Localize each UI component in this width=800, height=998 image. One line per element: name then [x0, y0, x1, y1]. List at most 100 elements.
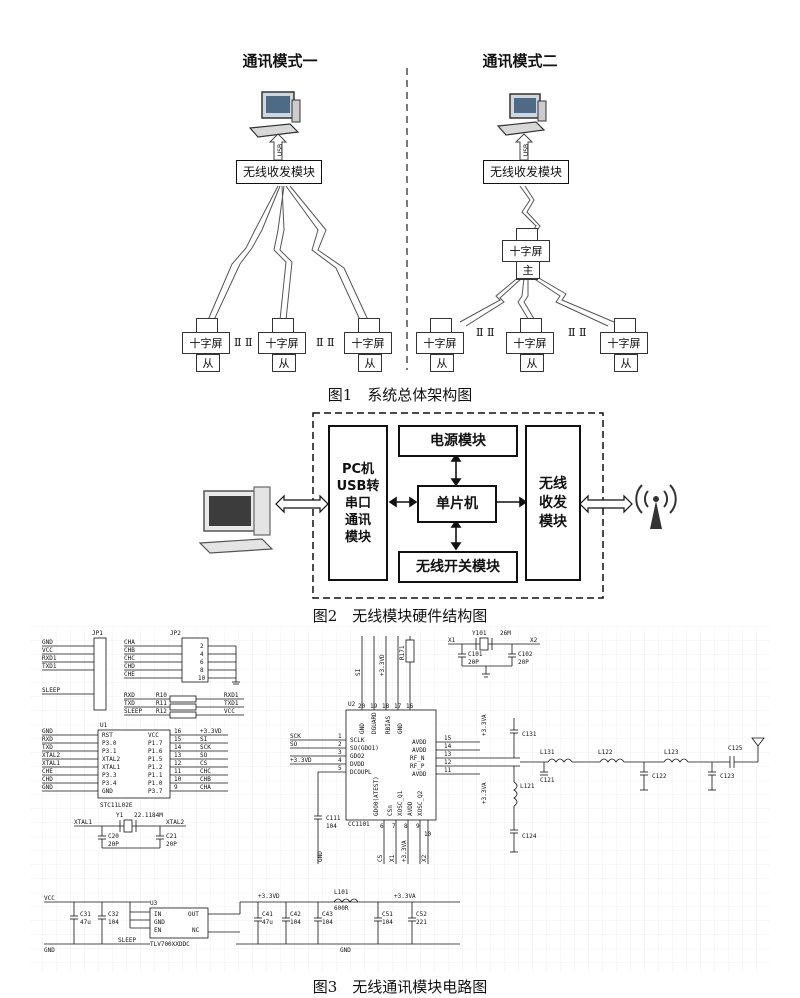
u1-pin-num: 16	[174, 728, 182, 735]
u1-net: CHD	[42, 776, 53, 783]
c21-label: C21	[166, 833, 177, 840]
y101-name: Y101	[472, 630, 487, 637]
jp2-left-1: CHA	[124, 639, 135, 646]
u2-pin: AVDD	[412, 771, 427, 778]
separator-2: Ⅱ Ⅱ	[316, 336, 335, 349]
figure-2-caption: 图2 无线模块硬件结构图	[312, 607, 488, 625]
u1-pin-num: 15	[174, 736, 182, 743]
slave-device-5: 十字屏 从	[506, 318, 554, 372]
u1-pin: P3.4	[102, 780, 117, 787]
u1-pin-num: 11	[174, 768, 182, 775]
power-sleep: SLEEP	[118, 937, 136, 944]
power-gnd-right: GND	[340, 947, 351, 954]
u1-net: CHC	[200, 768, 211, 775]
u3-out-pin: OUT	[188, 911, 199, 918]
u2-pin-num: 14	[444, 743, 452, 750]
internal-arrows	[388, 453, 528, 551]
u2-net: SCK	[290, 733, 301, 740]
pc-usb-line-2: USB转	[336, 478, 380, 494]
u2-pin-num: 4	[338, 757, 342, 764]
u2-pin-num: 1	[338, 733, 342, 740]
u2-pin-num: 12	[444, 759, 452, 766]
c122-label: C122	[652, 773, 667, 780]
r11-ref: R11	[156, 700, 167, 707]
u2-net: X1	[389, 854, 396, 862]
u2-pin: DVDD	[350, 761, 365, 768]
u2-pin: GDO0(ATEST)	[373, 776, 380, 816]
jp1-pin-1: GND	[42, 639, 53, 646]
u1-pin-num: 12	[174, 760, 182, 767]
u2-net: +3.3VD	[379, 654, 386, 676]
c111-value: 104	[326, 823, 337, 830]
u2-pin: GND	[397, 723, 404, 734]
y101-freq: 26M	[500, 630, 511, 637]
circuit-schematic: JP1 GND VCC RXD1 TXD1 SLEEP JP2 CHA CHB …	[30, 626, 770, 972]
l101-value: 600R	[334, 905, 349, 912]
u1-pin: P1.5	[148, 756, 163, 763]
u1-pin: P1.7	[148, 740, 163, 747]
mcu-box: 单片机	[417, 485, 497, 523]
u2-pin: AVDD	[412, 747, 427, 754]
r10-ref: R10	[156, 692, 167, 699]
u3-gnd-pin: GND	[154, 919, 165, 926]
u1-pin: P3.7	[148, 788, 163, 795]
r10-net-left: RXD	[124, 692, 135, 699]
jp2-right-2: 4	[200, 651, 204, 658]
hardware-structure-diagram	[198, 412, 677, 599]
u3-nc-pin: NC	[192, 927, 200, 934]
power-module: 电源模块	[398, 425, 518, 457]
u2-pin: SCLK	[350, 737, 365, 744]
u2-pin: RF_N	[410, 755, 425, 762]
u2-pin-num: 9	[416, 823, 420, 830]
c111-label: C111	[326, 815, 341, 822]
pc-to-usb-arrow	[275, 494, 329, 514]
c41-value: 47u	[262, 919, 273, 926]
u1-net: XTAL1	[42, 760, 60, 767]
y1-name: Y1	[116, 812, 124, 819]
mode2-title: 通讯模式二	[482, 52, 558, 70]
master-device: 十字屏 主	[502, 228, 550, 280]
u2-cc1101-chip	[345, 709, 437, 821]
cross-screen-label: 十字屏	[265, 337, 299, 350]
pc-icon-mode1	[248, 91, 301, 138]
slave-label: 从	[196, 354, 220, 372]
figure-1-caption: 图1 系统总体架构图	[327, 386, 473, 404]
u2-pin: RF_P	[410, 763, 425, 770]
u2-pin-num: 2	[338, 741, 342, 748]
u2-pin-num: 5	[338, 765, 342, 772]
u2-net: X2	[421, 854, 428, 862]
master-label: 主	[516, 261, 540, 279]
u2-pin: DGUARD	[371, 712, 378, 734]
jp2-name: JP2	[170, 630, 181, 637]
cross-screen-label: 十字屏	[509, 245, 543, 258]
wireless-links-mode1	[207, 185, 369, 321]
u2-net: +3.3VD	[290, 757, 312, 764]
u2-net: +3.3VA	[401, 840, 408, 862]
u1-net: TXD	[42, 744, 53, 751]
slave-label: 从	[614, 354, 638, 372]
c51-value: 104	[382, 919, 393, 926]
u2-pin: AVDD	[412, 739, 427, 746]
u2-part: CC1101	[348, 821, 370, 828]
usb-label-mode2: USB	[523, 144, 530, 156]
pc-usb-line-4: 通讯	[344, 512, 371, 528]
dashed-enclosure	[312, 412, 604, 599]
c52-label: C52	[416, 911, 427, 918]
wireless-module-mode1: 无线收发模块	[236, 160, 322, 184]
architecture-diagram: USB USB	[207, 68, 615, 370]
r11-net-left: TXD	[124, 700, 135, 707]
u2-pin: SO(GDO1)	[350, 745, 379, 752]
r12-net-left: SLEEP	[124, 708, 142, 715]
u1-net: SO	[200, 752, 208, 759]
wireless-rf-module: 无线 收发 模块	[525, 425, 581, 581]
l101-inductor	[333, 898, 359, 903]
u1-pin: P1.0	[148, 780, 163, 787]
y1-xtal1: XTAL1	[74, 819, 92, 826]
y101-crystal	[479, 637, 489, 651]
jp2-left-4: CHD	[124, 663, 135, 670]
separator-1: Ⅱ Ⅱ	[234, 336, 253, 349]
u2-net: R171	[399, 645, 406, 660]
u1-pin-num: 9	[174, 784, 178, 791]
usb-arrow-mode1	[268, 133, 288, 161]
u2-pin-num: 18	[382, 703, 390, 710]
